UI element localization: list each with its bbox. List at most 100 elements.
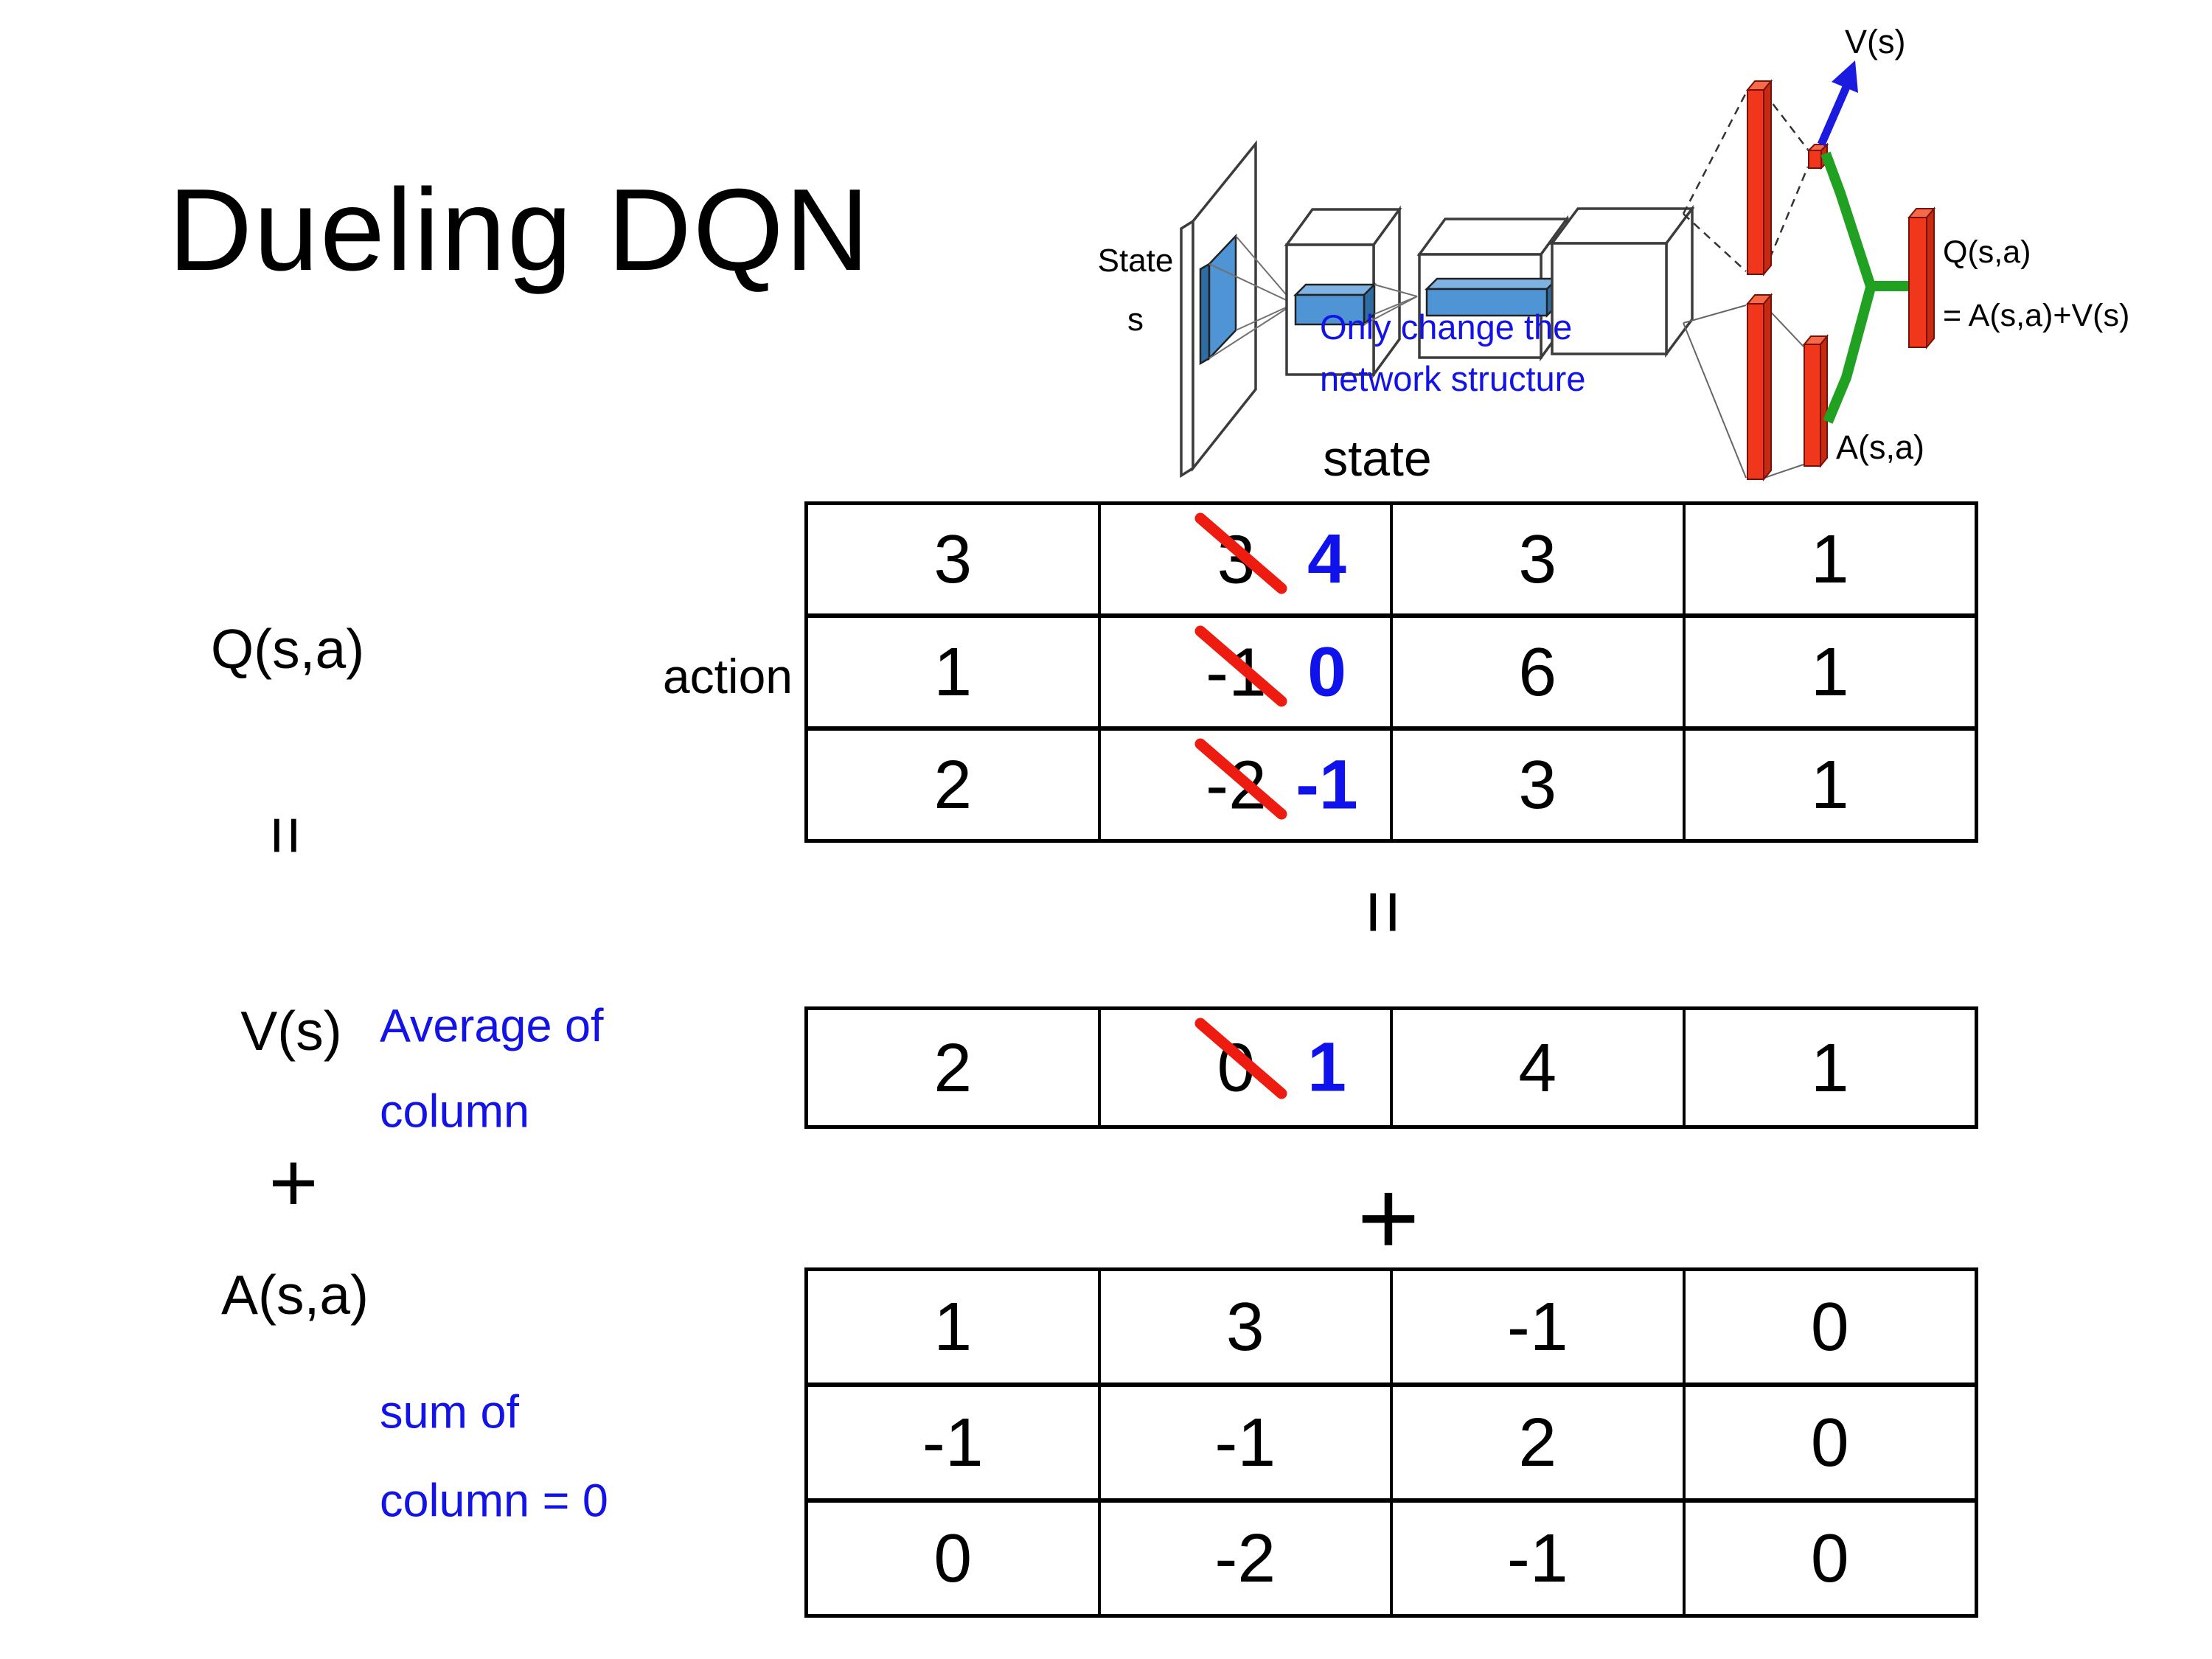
a-table-cell-1-1: -1: [1101, 1387, 1393, 1498]
projection-lines: [1363, 284, 1418, 325]
connection-lines: [1683, 305, 1804, 479]
v-arrow-icon: [1817, 60, 1858, 147]
q-table-cell-0-3: 1: [1686, 505, 1975, 613]
plus-sign-middle: +: [1357, 1158, 1420, 1278]
conv-bar-icon: [1293, 282, 1377, 327]
q-table-cell-0-0: 3: [808, 505, 1101, 613]
q-table-cell-2-0: 2: [808, 731, 1101, 839]
cell-value: 1: [1810, 633, 1849, 710]
q-table-cell-2-3: 1: [1686, 731, 1975, 839]
a-value-table: 1 3 -1 0 -1 -1 2 0 0 -2 -1 0: [804, 1267, 1978, 1618]
state-input-label-s: s: [1127, 302, 1144, 338]
cell-value: 0: [1810, 1288, 1849, 1365]
new-value: 0: [1307, 633, 1346, 711]
v-output-label: V(s): [1845, 23, 1906, 60]
fc-box-shape: [1549, 204, 1695, 358]
dashed-connection-lines: [1682, 92, 1809, 272]
a-table-cell-2-1: -2: [1101, 1503, 1393, 1614]
a-table-cell-1-0: -1: [808, 1387, 1101, 1498]
cell-value: 1: [933, 1288, 973, 1365]
a-table-cell-2-3: 0: [1686, 1503, 1975, 1614]
equals-sign-middle: =: [1340, 889, 1427, 935]
a-table-cell-2-0: 0: [808, 1503, 1101, 1614]
a-output-label: A(s,a): [1836, 428, 1924, 466]
projection-lines: [1208, 235, 1295, 359]
q-function-label: Q(s,a): [210, 618, 365, 680]
q-output-label-line1: Q(s,a): [1943, 234, 2031, 270]
cell-value: 2: [933, 746, 973, 823]
cell-value: -1: [1506, 1520, 1568, 1596]
new-value: -1: [1295, 745, 1358, 824]
cell-value: 3: [1225, 1288, 1265, 1365]
cell-value: -1: [1214, 1404, 1276, 1481]
cell-value: 2: [933, 1029, 973, 1106]
a-table-cell-2-2: -1: [1393, 1503, 1686, 1614]
red-bar-icon: [1745, 79, 1773, 276]
network-architecture-diagram: State s Only change the network structur…: [1098, 23, 2129, 481]
red-vector-icon: [1802, 334, 1829, 468]
q-table-cell-2-1: -2-1: [1101, 731, 1393, 839]
q-table-cell-1-2: 6: [1393, 618, 1686, 726]
strike-through-icon: [1194, 738, 1287, 820]
q-table-row-2: 2 -2-1 3 1: [808, 731, 1975, 839]
average-note-line1: Average of: [380, 1000, 604, 1052]
v-table-cell-0-2: 4: [1393, 1010, 1686, 1125]
cell-value: -1: [1506, 1288, 1568, 1365]
red-bar-icon: [1745, 293, 1773, 481]
equals-sign-left: =: [248, 815, 324, 855]
cell-value: 4: [1518, 1029, 1557, 1106]
v-table-cell-0-0: 2: [808, 1010, 1101, 1125]
sum-note-line2: column = 0: [380, 1475, 608, 1527]
cell-value: 1: [1810, 1029, 1849, 1106]
cell-value: 1: [1810, 521, 1849, 597]
green-merge-junction: [1820, 151, 1909, 424]
strike-through-icon: [1194, 1018, 1287, 1099]
a-table-cell-0-0: 1: [808, 1271, 1101, 1382]
red-scalar-icon: [1806, 142, 1829, 170]
action-axis-label: action: [662, 649, 793, 703]
cell-value: 3: [933, 521, 973, 597]
a-table-row-2: 0 -2 -1 0: [808, 1503, 1975, 1614]
average-note-line2: column: [380, 1085, 530, 1138]
a-table-cell-0-1: 3: [1101, 1271, 1393, 1382]
a-table-row-0: 1 3 -1 0: [808, 1271, 1975, 1387]
cell-value: 1: [1810, 746, 1849, 823]
a-table-cell-0-3: 0: [1686, 1271, 1975, 1382]
cell-value: 0: [1810, 1520, 1849, 1596]
cell-value: -1: [922, 1404, 984, 1481]
cell-value: 2: [1518, 1404, 1557, 1481]
strike-through-icon: [1194, 512, 1287, 594]
page-title: Dueling DQN: [168, 165, 871, 295]
strike-through-icon: [1194, 625, 1287, 707]
q-table-cell-1-0: 1: [808, 618, 1101, 726]
diagram-note-line2: network structure: [1320, 359, 1585, 398]
v-function-label: V(s): [240, 1000, 342, 1062]
state-axis-label: state: [1323, 431, 1432, 487]
cell-value: 0: [1810, 1404, 1849, 1481]
new-value: 1: [1307, 1028, 1346, 1107]
cell-value: 0: [933, 1520, 973, 1596]
cell-value: 1: [933, 633, 973, 710]
diagram-note-line1: Only change the: [1320, 307, 1572, 347]
a-table-cell-1-2: 2: [1393, 1387, 1686, 1498]
a-table-cell-0-2: -1: [1393, 1271, 1686, 1382]
sum-note-line1: sum of: [380, 1386, 520, 1439]
q-table-cell-1-3: 1: [1686, 618, 1975, 726]
q-table-cell-0-2: 3: [1393, 505, 1686, 613]
state-input-label: State: [1098, 243, 1174, 279]
q-output-label-line2: = A(s,a)+V(s): [1943, 298, 2129, 333]
a-table-row-1: -1 -1 2 0: [808, 1387, 1975, 1503]
cell-value: 3: [1518, 746, 1557, 823]
cell-value: 3: [1518, 521, 1557, 597]
a-function-label: A(s,a): [220, 1264, 369, 1326]
cell-value: 6: [1518, 633, 1557, 710]
plus-sign-left: +: [268, 1135, 319, 1230]
